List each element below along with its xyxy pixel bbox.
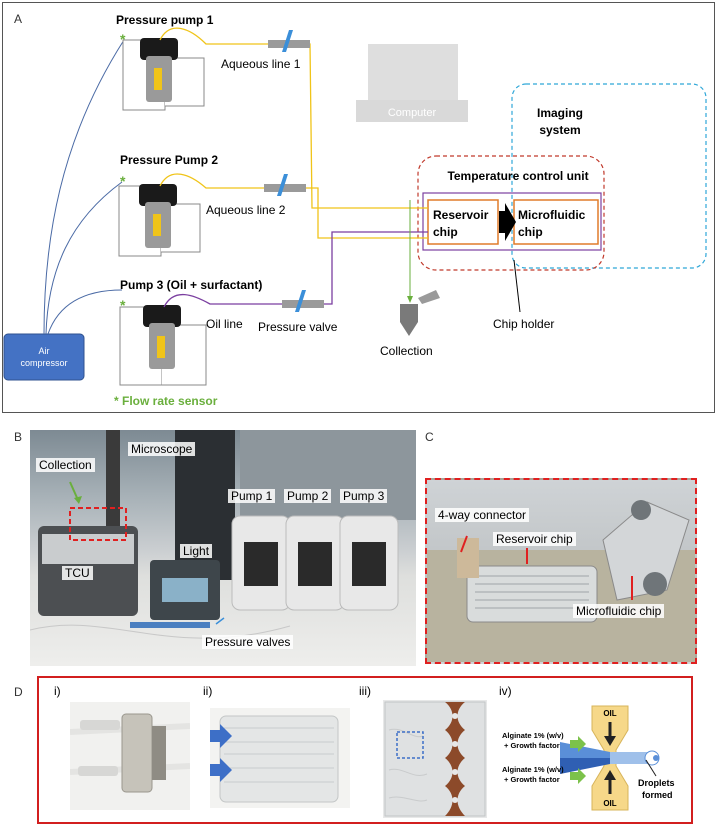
air-compressor-label-1: Air bbox=[39, 346, 50, 356]
microfluidic-chip-box bbox=[513, 199, 599, 245]
pump2-body bbox=[118, 184, 201, 257]
pump1-body bbox=[122, 38, 205, 111]
collection-tube bbox=[400, 290, 440, 336]
air-compressor-box bbox=[3, 333, 85, 381]
imaging-system-box bbox=[511, 83, 707, 269]
aqueous-line-1-label: Aqueous line 1 bbox=[221, 57, 301, 71]
tcu-box bbox=[417, 155, 605, 271]
photo-b-pump1: Pump 1 bbox=[228, 489, 276, 503]
panel-d-iv-label: iv) bbox=[499, 684, 512, 698]
green-arrow-1 bbox=[570, 736, 586, 752]
photo-b-light: Light bbox=[180, 544, 213, 558]
reservoir-label-1: Reservoir bbox=[433, 208, 489, 222]
computer-base bbox=[356, 100, 468, 122]
pressure-valve-label: Pressure valve bbox=[258, 320, 338, 334]
panel-a-diagram: Pressure pump 1 Pressure Pump 2 Pump 3 (… bbox=[3, 13, 707, 408]
alginate-2-line2: + Growth factor bbox=[504, 775, 560, 784]
panel-a-frame bbox=[2, 2, 715, 413]
pump1-title: Pressure pump 1 bbox=[116, 13, 214, 27]
aqueous-line-2-label: Aqueous line 2 bbox=[206, 203, 286, 217]
inlet-arrow-1 bbox=[210, 724, 232, 748]
inlet-arrow-2 bbox=[210, 758, 232, 782]
photo-b: Collection Microscope Pump 1 Pump 2 Pump… bbox=[30, 430, 416, 666]
air-lines bbox=[43, 39, 125, 335]
pump2-title: Pressure Pump 2 bbox=[120, 153, 218, 167]
chip-holder-pointer bbox=[513, 259, 521, 313]
panel-b-letter: B bbox=[14, 430, 23, 444]
photo-b-collection: Collection bbox=[36, 458, 95, 472]
panel-d-ii-label: ii) bbox=[203, 684, 213, 698]
flow-sensor-legend: * Flow rate sensor bbox=[114, 394, 218, 408]
reservoir-label-2: chip bbox=[433, 225, 458, 239]
alginate-1-line2: + Growth factor bbox=[504, 741, 560, 750]
droplets-label-2: formed bbox=[642, 790, 673, 800]
oil-bottom-label: OIL bbox=[603, 799, 616, 808]
imaging-label-2: system bbox=[539, 123, 580, 137]
chip-holder-box bbox=[422, 192, 602, 251]
sensor-star-3: * bbox=[120, 297, 126, 313]
air-compressor-label-2: compressor bbox=[20, 358, 67, 368]
aqueous-channel-bottom bbox=[560, 758, 610, 774]
valve-aqueous-1 bbox=[268, 30, 310, 52]
computer-screen bbox=[368, 44, 458, 100]
pump3-body bbox=[119, 305, 207, 386]
photo-c-connector: 4-way connector bbox=[435, 508, 530, 522]
microfluidic-label-1: Microfluidic bbox=[518, 208, 586, 222]
valve-oil bbox=[282, 290, 324, 312]
panel-d-i-label: i) bbox=[54, 684, 61, 698]
panel-d-frame bbox=[37, 676, 693, 824]
oil-line-label: Oil line bbox=[206, 317, 243, 331]
alginate-1-line1: Alginate 1% (w/v) bbox=[502, 731, 564, 740]
photo-b-tcu: TCU bbox=[62, 566, 93, 580]
photo-c-reservoir: Reservoir chip bbox=[493, 532, 576, 546]
electrode bbox=[445, 702, 465, 816]
photo-b-pressure-valves: Pressure valves bbox=[202, 635, 294, 649]
oil-line bbox=[163, 231, 428, 308]
photo-b-scene bbox=[30, 430, 416, 639]
photo-c: 4-way connector Reservoir chip Microflui… bbox=[425, 478, 697, 664]
sensor-star-1: * bbox=[120, 31, 126, 47]
photo-b-pump3: Pump 3 bbox=[340, 489, 388, 503]
green-arrow-2 bbox=[570, 768, 586, 784]
microfluidic-label-2: chip bbox=[518, 225, 543, 239]
sensor-star-2: * bbox=[120, 173, 126, 189]
chip-arrow bbox=[499, 203, 516, 241]
computer-label: Computer bbox=[388, 107, 437, 119]
photo-b-microscope: Microscope bbox=[128, 442, 196, 456]
photo-d-iv: OIL OIL Alginate 1% (w/v) + Growth facto… bbox=[502, 705, 675, 811]
panel-d-letter: D bbox=[14, 685, 23, 699]
chip-holder-label: Chip holder bbox=[493, 317, 554, 331]
tcu-label: Temperature control unit bbox=[447, 169, 588, 183]
photo-d-i bbox=[70, 702, 190, 810]
panel-a-letter: A bbox=[14, 12, 23, 26]
pump3-title: Pump 3 (Oil + surfactant) bbox=[120, 278, 262, 292]
panel-d-iii-label: iii) bbox=[359, 684, 371, 698]
photo-d-iii bbox=[383, 700, 487, 818]
panel-c-letter: C bbox=[425, 430, 434, 444]
photo-b-pump2: Pump 2 bbox=[284, 489, 332, 503]
droplets-label-1: Droplets bbox=[638, 778, 675, 788]
reservoir-chip-box bbox=[427, 199, 499, 245]
photo-c-microfluidic: Microfluidic chip bbox=[573, 604, 665, 618]
alginate-2-line1: Alginate 1% (w/v) bbox=[502, 765, 564, 774]
collection-label: Collection bbox=[380, 344, 433, 358]
photo-d-ii bbox=[210, 708, 350, 808]
valve-aqueous-2 bbox=[264, 174, 306, 196]
imaging-label-1: Imaging bbox=[537, 106, 583, 120]
oil-top-label: OIL bbox=[603, 709, 616, 718]
